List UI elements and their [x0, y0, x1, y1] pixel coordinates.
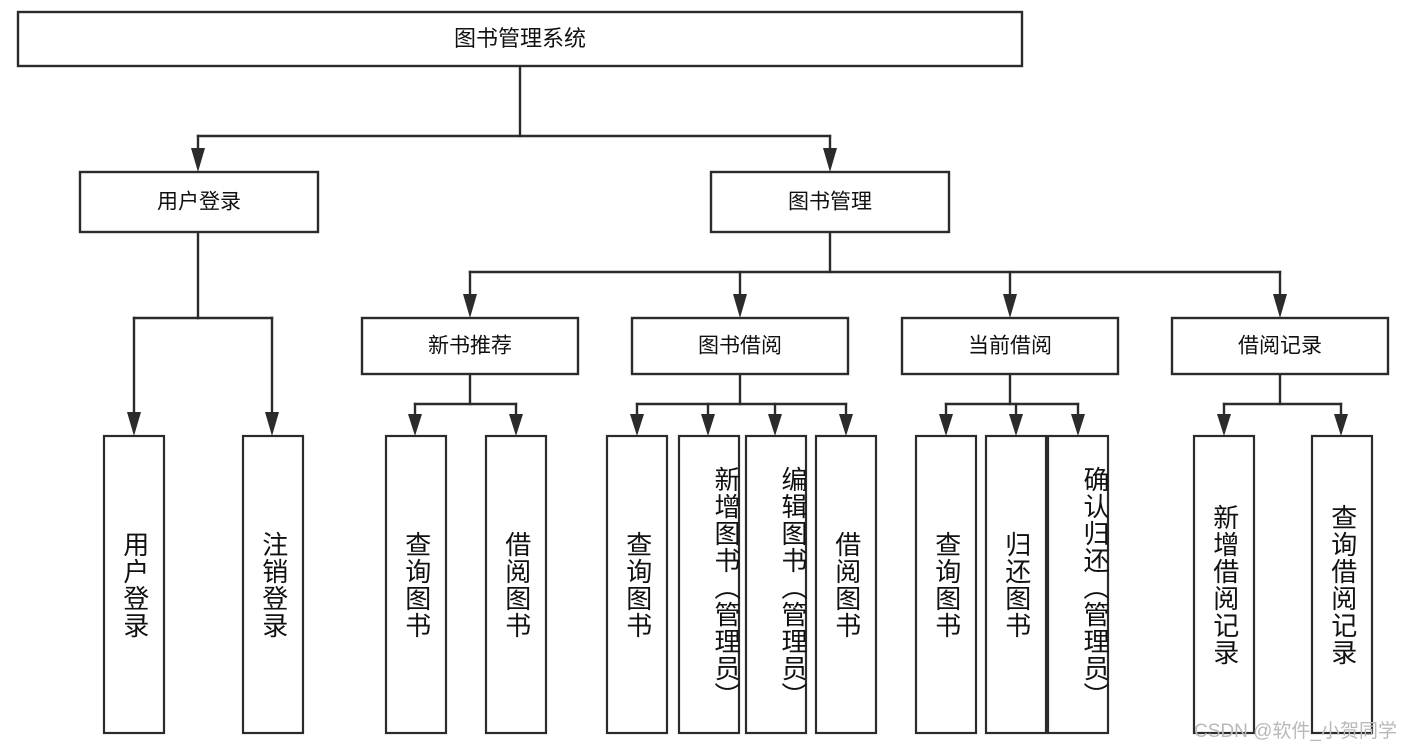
arrow-head-book-borrow — [733, 294, 747, 318]
leaf-edit-book-box[interactable] — [744, 434, 808, 735]
arrow-head-leaf-logout — [265, 412, 279, 436]
arrow-head-leaf-query-book-3 — [939, 414, 953, 436]
node-user-login-label: 用户登录 — [157, 191, 241, 214]
arrow-head-leaf-query-book-2 — [630, 414, 644, 436]
leaf-logout-box[interactable] — [241, 434, 305, 735]
leaf-add-record-box[interactable] — [1192, 434, 1256, 735]
node-book-manage-box[interactable] — [709, 170, 951, 234]
arrow-head-leaf-return-book — [1009, 414, 1023, 436]
leaf-query-book-3-box[interactable] — [914, 434, 978, 735]
arrow-head-leaf-add-record — [1217, 414, 1231, 436]
node-new-book-rec-label: 新书推荐 — [428, 335, 512, 358]
connector-group — [127, 64, 1348, 436]
arrow-head-borrow-record — [1273, 294, 1287, 318]
leaf-confirm-return-box[interactable] — [1046, 434, 1110, 735]
leaf-query-book-1-box[interactable] — [384, 434, 448, 735]
node-user-login[interactable]: 用户登录 — [78, 170, 320, 234]
watermark-text: CSDN @软件_小贺同学 — [1194, 721, 1397, 742]
arrow-head-new-book-rec — [463, 294, 477, 318]
arrow-head-leaf-add-book — [701, 414, 715, 436]
node-book-manage-label: 图书管理 — [788, 191, 872, 214]
node-current-borrow-box[interactable] — [900, 316, 1120, 376]
leaf-add-book-box[interactable] — [677, 434, 741, 735]
node-book-borrow-box[interactable] — [630, 316, 850, 376]
arrow-head-leaf-query-record — [1334, 414, 1348, 436]
node-borrow-record[interactable]: 借阅记录 — [1170, 316, 1390, 376]
node-user-login-box[interactable] — [78, 170, 320, 234]
node-book-manage[interactable]: 图书管理 — [709, 170, 951, 234]
arrow-head-leaf-confirm-return — [1071, 414, 1085, 436]
leaf-query-record-box[interactable] — [1310, 434, 1374, 735]
arrow-head-user-login — [191, 148, 205, 172]
node-borrow-record-label: 借阅记录 — [1238, 335, 1322, 358]
node-root-box[interactable] — [16, 10, 1024, 68]
arrow-head-current-borrow — [1003, 294, 1017, 318]
node-new-book-rec-box[interactable] — [360, 316, 580, 376]
node-book-borrow-label: 图书借阅 — [698, 335, 782, 358]
node-borrow-record-box[interactable] — [1170, 316, 1390, 376]
node-current-borrow-label: 当前借阅 — [968, 335, 1052, 358]
node-book-borrow[interactable]: 图书借阅 — [630, 316, 850, 376]
leaf-user-login-box[interactable] — [102, 434, 166, 735]
node-new-book-rec[interactable]: 新书推荐 — [360, 316, 580, 376]
node-root-label: 图书管理系统 — [454, 26, 586, 51]
leaf-borrow-book-1-box[interactable] — [484, 434, 548, 735]
node-root[interactable]: 图书管理系统 — [16, 10, 1024, 68]
leaf-box-group — [102, 434, 1374, 735]
leaf-borrow-book-2-box[interactable] — [814, 434, 878, 735]
arrow-head-book-manage — [823, 148, 837, 172]
arrow-head-leaf-edit-book — [768, 414, 782, 436]
leaf-return-book-box[interactable] — [984, 434, 1048, 735]
arrow-head-leaf-query-book-1 — [408, 414, 422, 436]
arrow-head-leaf-borrow-book-1 — [509, 414, 523, 436]
arrow-head-leaf-user-login — [127, 412, 141, 436]
node-current-borrow[interactable]: 当前借阅 — [900, 316, 1120, 376]
leaf-query-book-2-box[interactable] — [605, 434, 669, 735]
arrow-head-leaf-borrow-book-2 — [839, 414, 853, 436]
